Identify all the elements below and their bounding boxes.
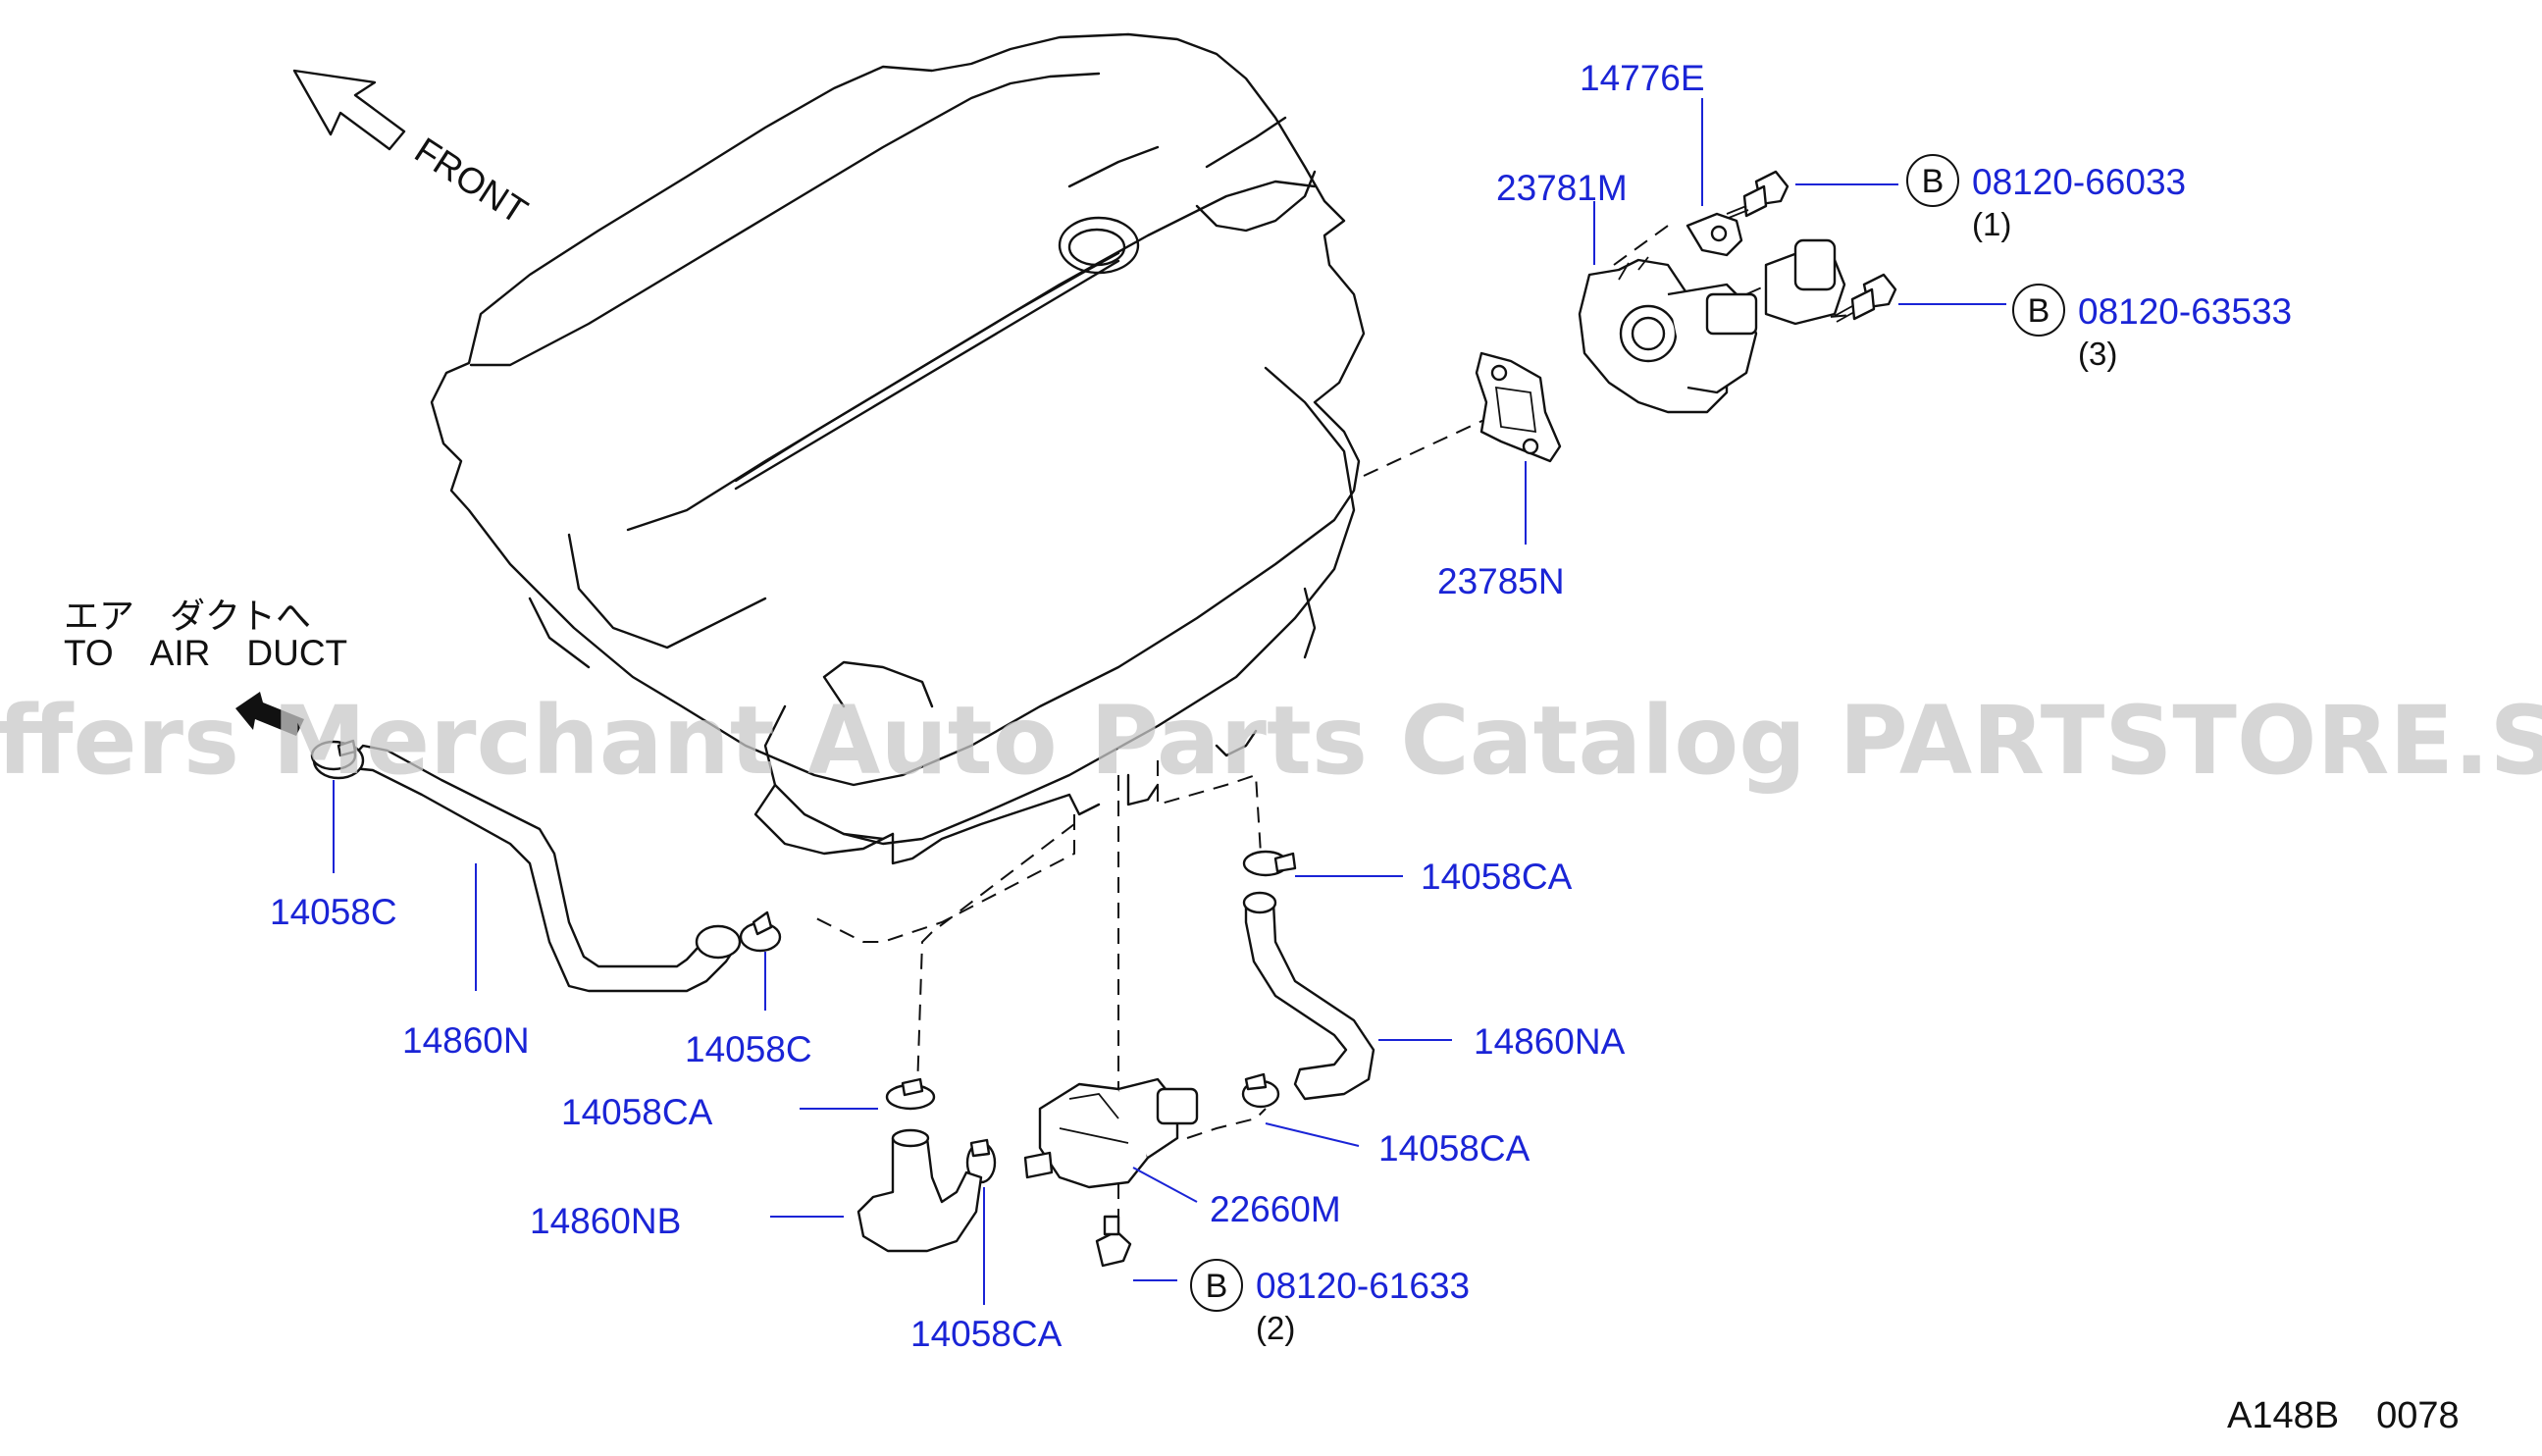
bolt-63533-drawing [1834,273,1897,323]
bolt-badge-icon [2012,284,2065,337]
bolt-quantity: (3) [2078,336,2117,372]
bolt-part-number[interactable]: 08120-63533 [2078,291,2292,332]
part-label-14058ca-right-top[interactable]: 14058CA [1421,857,1573,897]
leader-lines [333,98,2006,1305]
bolt-badge-letter: B [2028,292,2050,330]
part-label-14860n[interactable]: 14860N [402,1020,530,1061]
bolt-callout-66033[interactable]: B 08120-66033 (1) [1906,154,2186,242]
part-label-14058ca-right-bottom[interactable]: 14058CA [1378,1128,1530,1169]
duct-label-en: TO AIR DUCT [64,633,347,673]
duct-label-jp: エア ダクトへ [64,597,311,637]
part-label-14860na[interactable]: 14860NA [1474,1021,1626,1062]
bracket-14776e-drawing [1686,212,1743,257]
part-label-23781m[interactable]: 23781M [1496,168,1628,208]
bolt-badge-icon [1190,1259,1243,1312]
front-arrow-icon [292,69,406,151]
clamp-14058ca-right-top-drawing [1242,850,1297,877]
iacv-assembly-drawing [1578,238,1846,414]
bolt-badge-letter: B [1206,1268,1228,1305]
bolt-66033-drawing [1726,170,1790,219]
to-air-duct-arrow-icon [235,692,304,736]
clamp-14058ca-right-bottom-drawing [1241,1072,1280,1109]
part-label-14058c-lower[interactable]: 14058C [685,1029,812,1069]
bolt-badge-icon [1906,154,1959,207]
clamp-14058ca-left-drawing [885,1077,936,1111]
bolt-callout-63533[interactable]: B 08120-63533 (3) [2012,284,2292,372]
gasket-23785n-drawing [1475,351,1562,463]
clamp-14058c-upper-drawing [310,739,357,771]
part-label-22660m[interactable]: 22660M [1210,1189,1341,1229]
part-label-14058c-upper[interactable]: 14058C [270,892,397,932]
bolt-badge-letter: B [1922,163,1945,200]
clamp-14058c-lower-drawing [739,910,782,953]
part-label-23785n[interactable]: 23785N [1437,561,1565,601]
clamp-14058ca-bottom-drawing [965,1138,997,1184]
part-label-14058ca-bottom[interactable]: 14058CA [910,1314,1063,1354]
watermark: Offers Merchant Auto Parts Catalog PARTS… [0,686,2542,796]
part-label-14058ca-left[interactable]: 14058CA [561,1092,713,1132]
hose-14860na-drawing [1242,891,1375,1101]
bolt-61633-drawing [1095,1215,1132,1268]
part-label-14860nb[interactable]: 14860NB [530,1201,681,1241]
bolt-part-number[interactable]: 08120-66033 [1972,162,2186,202]
front-label: FRONT [408,130,535,232]
hose-14860nb-drawing [856,1128,983,1253]
bolt-part-number[interactable]: 08120-61633 [1256,1266,1470,1306]
bolt-callout-61633[interactable]: B 08120-61633 (2) [1190,1259,1470,1346]
reference-code: A148B 0078 [2227,1395,2460,1436]
valve-22660m-drawing [1023,1077,1199,1189]
part-label-14776e[interactable]: 14776E [1580,58,1705,98]
engine-block-drawing [430,32,1366,865]
bolt-quantity: (1) [1972,206,2011,242]
bolt-quantity: (2) [1256,1310,1295,1346]
